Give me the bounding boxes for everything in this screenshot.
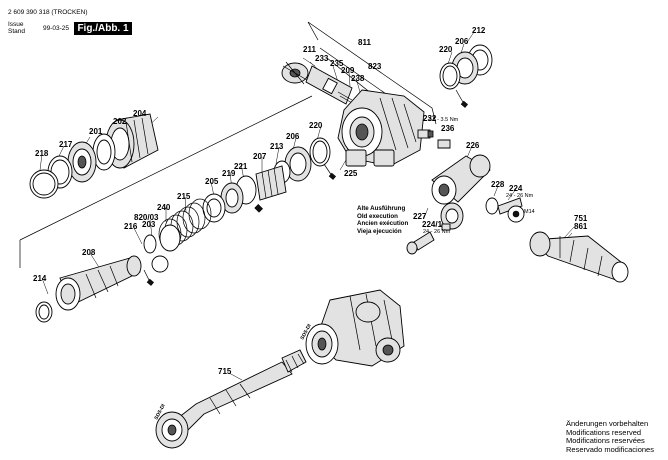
callout-213: 213: [270, 142, 284, 151]
callout-225: 225: [344, 169, 358, 178]
part-208-tool-holder: [55, 255, 142, 311]
callout-215: 215: [177, 192, 191, 201]
callout-216: 216: [124, 222, 138, 231]
modifications-fr: Modifications reservées: [566, 436, 645, 446]
callout-205: 205: [205, 177, 219, 186]
callout-715: 715: [218, 367, 232, 376]
issue-label: Issue: [8, 21, 24, 28]
callout-212: 212: [472, 26, 486, 35]
callout-204: 204: [133, 109, 147, 118]
part-205-washer: [202, 193, 226, 223]
part-228-washer: [485, 197, 499, 215]
part-224-1-bolt: [406, 231, 435, 255]
callout-861: 861: [574, 222, 588, 231]
part-751-auxiliary-handle: [529, 231, 629, 283]
part-201-cap: [67, 141, 97, 183]
callout-235: 235: [330, 59, 344, 68]
callout-233: 233: [315, 54, 329, 63]
callout-224: 224: [509, 184, 523, 193]
modifications-es: Reservado modificaciones: [566, 444, 654, 454]
part-202-ring: [92, 133, 116, 171]
torque-24-26-b: 24 - 26 Nm: [423, 229, 451, 235]
part-218-retaining-ring: [29, 169, 59, 199]
callout-240: 240: [157, 203, 171, 212]
callout-751: 751: [574, 214, 588, 223]
issue-date: 99-03-25: [43, 25, 70, 32]
figure-badge: Fig./Abb. 1: [74, 22, 132, 35]
part-216-ring: [143, 255, 169, 286]
old-execution-legend: Alte Ausführung Old execution Ancien exé…: [357, 205, 408, 235]
callout-labels: 811 211 233 235 209 823 238 232 236 212 …: [33, 26, 588, 376]
old-execution-es: Vieja ejecución: [357, 227, 402, 235]
callout-221: 221: [234, 162, 248, 171]
callout-217: 217: [59, 140, 73, 149]
old-execution-de: Alte Ausführung: [357, 205, 406, 212]
callout-208: 208: [82, 248, 96, 257]
callout-201: 201: [89, 127, 103, 136]
callout-214: 214: [33, 274, 47, 283]
callout-228: 228: [491, 180, 505, 189]
old-execution-fr: Ancien exécution: [357, 220, 409, 228]
old-execution-en: Old execution: [357, 212, 398, 220]
part-214-ring: [35, 301, 53, 323]
modifications-note: Änderungen vorbehalten Modifications res…: [566, 419, 654, 454]
callout-220-middle: 220: [309, 121, 323, 130]
callout-224-1: 224/1: [422, 220, 443, 229]
part-number-line: 2 609 390 318 (TROCKEN): [8, 9, 88, 17]
callout-203: 203: [142, 220, 156, 229]
callout-238: 238: [351, 74, 365, 83]
callout-219: 219: [222, 169, 236, 178]
callout-227: 227: [413, 212, 427, 221]
modifications-en: Modifications reserved: [566, 427, 642, 437]
callout-811: 811: [358, 38, 371, 47]
callout-209: 209: [341, 66, 355, 75]
adapter-housing: [305, 289, 405, 367]
callout-236: 236: [441, 124, 455, 133]
part-219-bearing: [220, 182, 244, 214]
thread-m14: M14: [524, 209, 535, 215]
part-220-ring-top: [439, 62, 469, 108]
torque-24-26-a: 24 - 26 Nm: [506, 193, 534, 199]
callout-207: 207: [253, 152, 267, 161]
part-233-235-shaft-assembly: [305, 65, 355, 105]
callout-823: 823: [368, 62, 382, 71]
callout-206-middle: 206: [286, 132, 300, 141]
part-715-adapter-shank: [155, 349, 307, 449]
part-226-cover: [431, 154, 491, 205]
stand-label: Stand: [8, 28, 25, 35]
part-240-ring: [159, 224, 181, 252]
callout-218: 218: [35, 149, 49, 158]
part-203-ring: [143, 234, 157, 254]
part-224-bolt: [497, 197, 525, 223]
callout-211: 211: [303, 45, 316, 54]
callout-206-top: 206: [455, 37, 469, 46]
callout-232: 232: [423, 114, 437, 123]
callout-226: 226: [466, 141, 480, 150]
part-211-selector-knob: [281, 61, 309, 85]
part-236-screw: [437, 139, 451, 149]
part-220-ring-middle: [309, 137, 337, 180]
variant-label: (TROCKEN): [51, 9, 88, 16]
torque-2-5-3-5: 2.5 - 3.5 Nm: [428, 117, 459, 123]
callout-202: 202: [113, 117, 127, 126]
modifications-de: Änderungen vorbehalten: [566, 419, 649, 428]
part-number: 2 609 390 318: [8, 9, 50, 16]
callout-820-03: 820/03: [134, 213, 159, 222]
part-227-nut: [440, 202, 464, 231]
part-207-needle-bearing: [254, 165, 287, 213]
callout-220-top: 220: [439, 45, 453, 54]
part-232-screw: [417, 129, 434, 139]
gear-housing: [337, 89, 425, 167]
